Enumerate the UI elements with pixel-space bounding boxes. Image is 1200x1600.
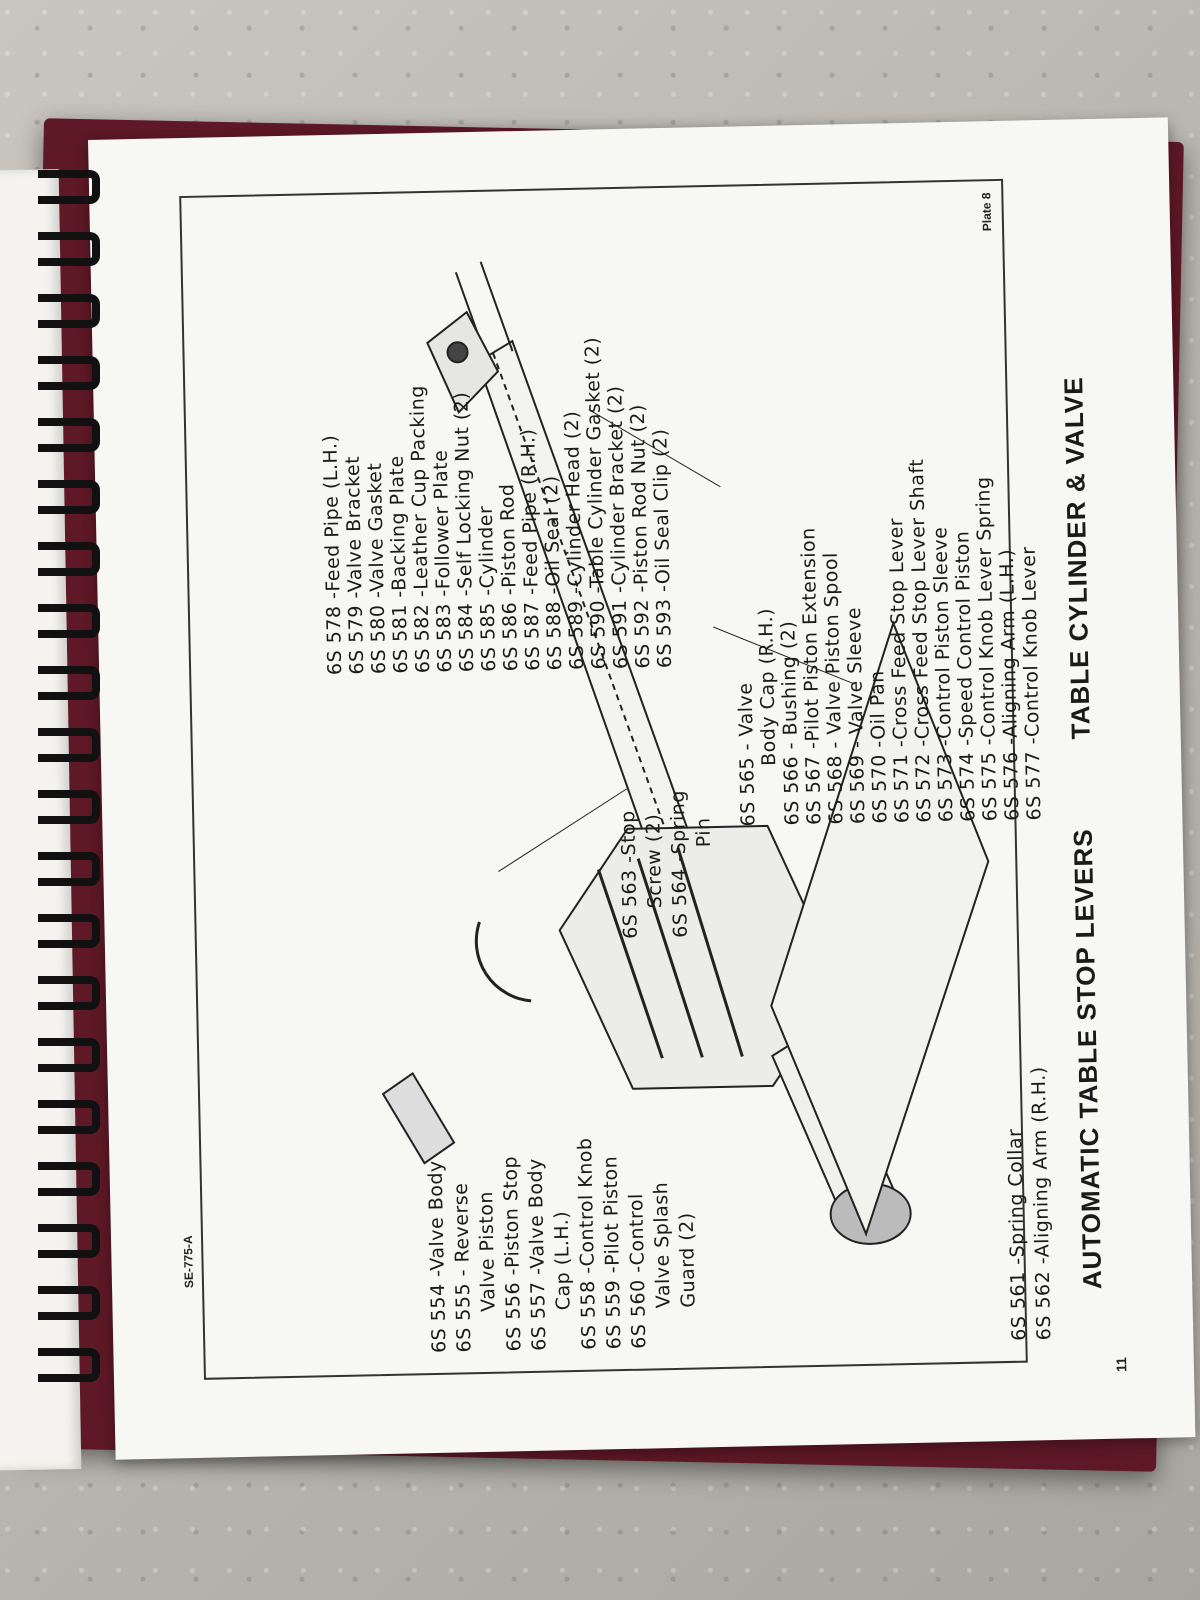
binding-ring [38,1286,100,1320]
binding-ring [38,790,100,824]
left-part-5: Cap (L.H.) [550,1210,575,1311]
binding-ring [38,1348,100,1382]
left-part-1: 6S 555 - Reverse [449,1182,476,1353]
right-part-13: 6S 577 -Control Knob Lever [1017,546,1046,821]
right-part-5: 6S 569 - Valve Sleeve [842,606,870,825]
title-left: AUTOMATIC TABLE STOP LEVERS [1067,828,1108,1290]
upper-part-9: 6S 587 -Feed Pipe (R.H.) [517,428,545,672]
left-part-3: 6S 556 -Piston Stop [499,1155,526,1352]
left-part-8: 6S 560 -Control [625,1192,651,1349]
left-part-11: 6S 561 -Spring Collar [1003,1128,1031,1341]
manual-page: SE-775-A 11 Plate 8 [88,117,1196,1460]
right-part-4: 6S 568 - Valve Piston Spool [819,551,848,825]
binding-ring [38,356,100,390]
binding-ring [38,170,100,204]
title-right: TABLE CYLINDER & VALVE [1058,376,1096,740]
right-part-6: 6S 570 -Oil Pan [866,670,892,824]
binding-ring [38,976,100,1010]
binding-ring [38,1162,100,1196]
binding-ring [38,1224,100,1258]
binding-ring [38,1038,100,1072]
binding-ring [38,852,100,886]
binding-ring [38,914,100,948]
upper-part-4: 6S 582 -Leather Cup Packing [406,384,435,674]
middle-part-2: 6S 564 -Spring [666,789,692,938]
middle-part-1: Screw (2) [642,813,667,909]
middle-part-3: Pin [692,817,715,848]
left-part-10: Guard (2) [675,1212,700,1308]
rotated-diagram [285,199,1130,1396]
left-part-4: 6S 557 -Valve Body [524,1157,551,1352]
exploded-view-drawing [381,261,990,1245]
binding-ring [38,728,100,762]
binding-ring [38,294,100,328]
binding-ring [38,542,100,576]
left-part-2: Valve Piston [475,1190,500,1313]
middle-part-0: 6S 563 -Stop [617,810,642,940]
labels-layer: 6S 554 -Valve Body 6S 555 - Reverse Valv… [285,199,1130,1396]
left-part-0: 6S 554 -Valve Body [424,1160,451,1354]
left-part-7: 6S 559 -Pilot Piston [599,1155,626,1350]
left-part-6: 6S 558 -Control Knob [574,1137,601,1350]
doc-code: SE-775-A [180,1235,197,1289]
binding-ring [38,604,100,638]
binding-ring [38,232,100,266]
right-part-0: 6S 565 - Valve [734,682,760,827]
binding-ring [38,1100,100,1134]
binding-ring [38,666,100,700]
upper-part-15: 6S 593 -Oil Seal Clip (2) [649,428,677,669]
left-part-12: 6S 562 -Aligning Arm (R.H.) [1027,1066,1056,1341]
upper-part-6: 6S 584 -Self Locking Nut (2) [450,391,479,673]
binding-ring [38,480,100,514]
spiral-binding [38,170,118,1430]
left-part-9: Valve Splash [649,1181,675,1309]
binding-ring [38,418,100,452]
